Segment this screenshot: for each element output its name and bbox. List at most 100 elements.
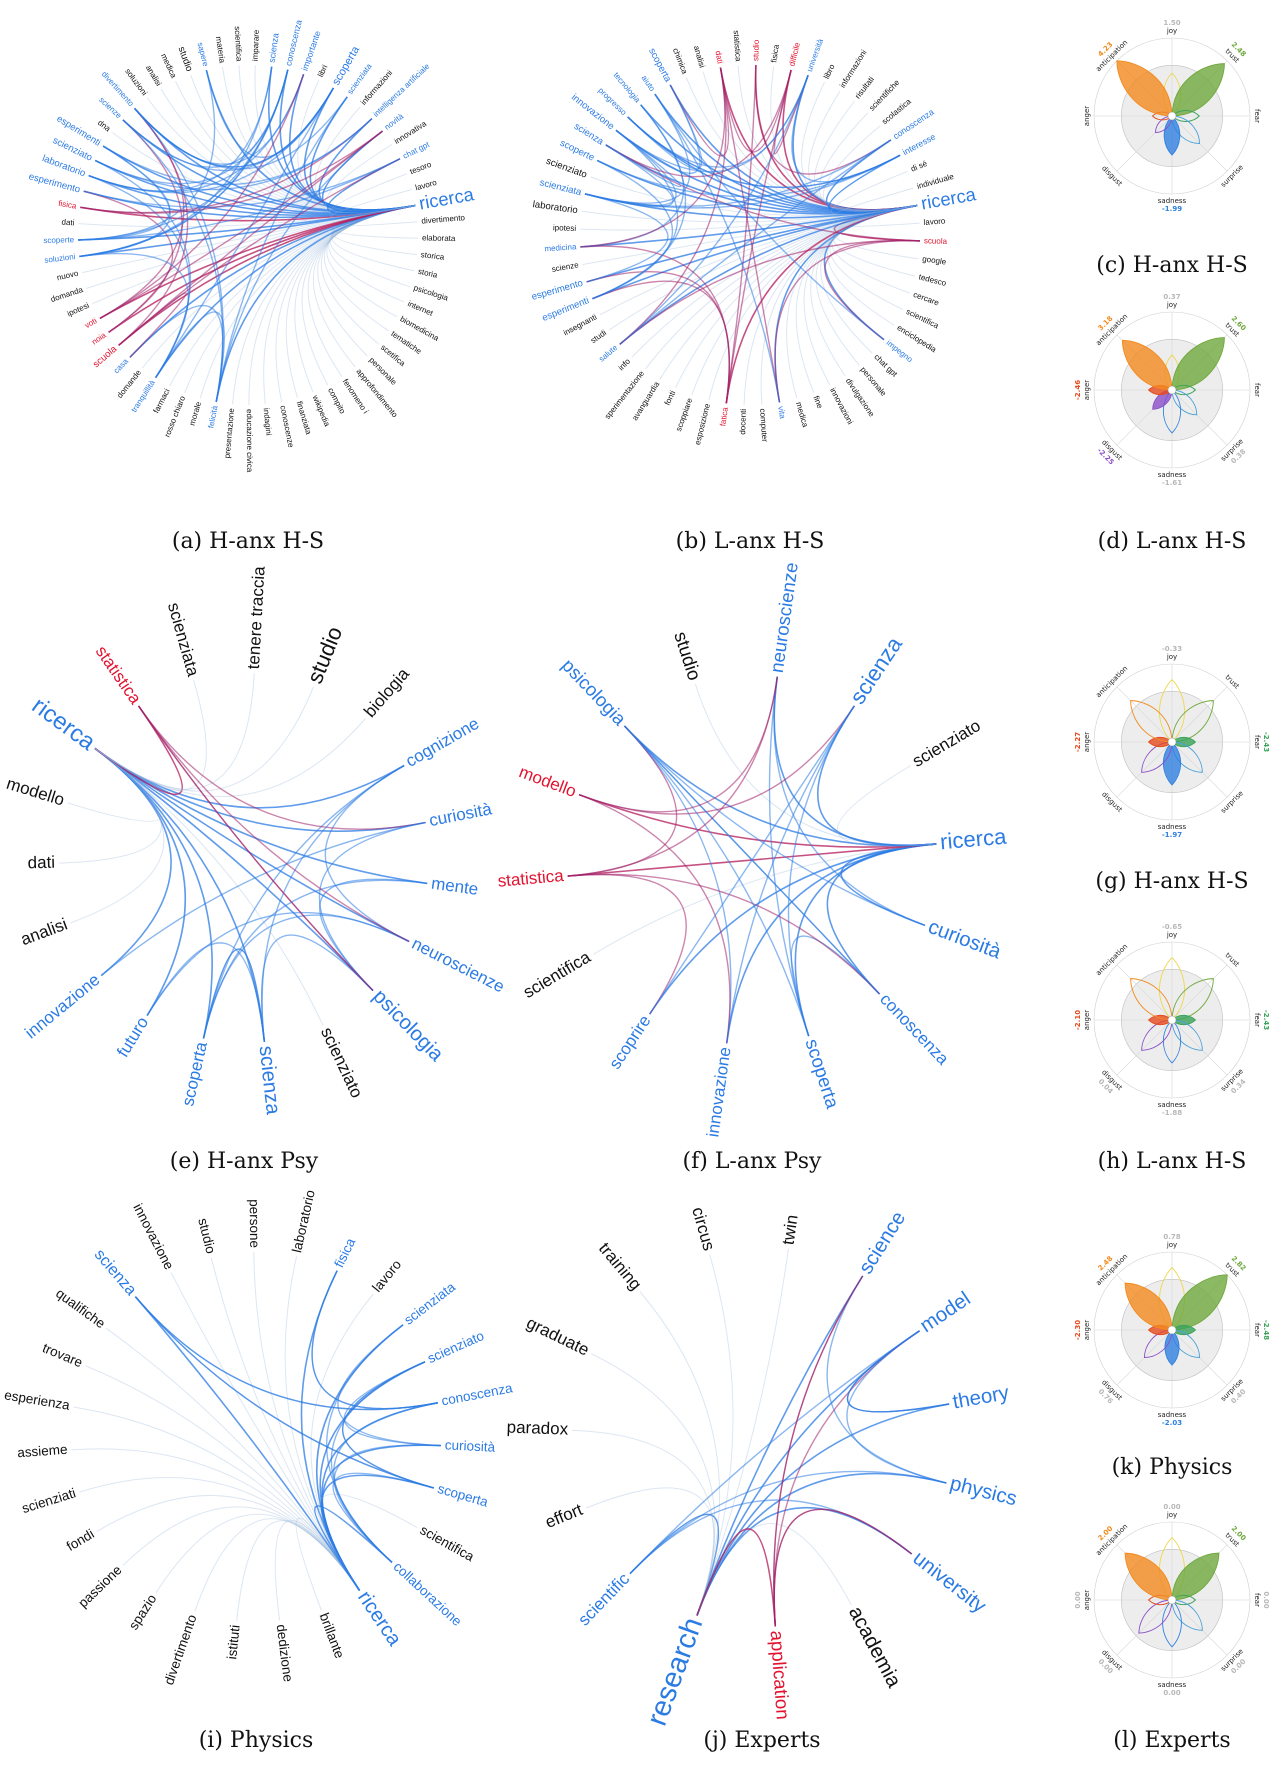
emotion-score-joy: -0.65 (1162, 923, 1182, 931)
flower-axis (1171, 686, 1228, 743)
emotion-score-sadness: 0.00 (1163, 1689, 1180, 1697)
edges (580, 65, 920, 405)
node-label: trovare (40, 1340, 85, 1370)
node-label: scoppiare (674, 396, 695, 432)
edge (619, 139, 892, 345)
node-label: libri (316, 63, 329, 78)
node-label: nuovo (56, 269, 80, 283)
node-label: fine (811, 394, 824, 410)
edge (791, 75, 901, 183)
petal-joy (1159, 678, 1185, 743)
edge (260, 934, 374, 1042)
edge (342, 1361, 434, 1489)
node-label: scoperta (436, 1481, 490, 1510)
petal-shape (1124, 1552, 1173, 1601)
petal-shape (1121, 339, 1173, 391)
emotion-label-anger: anger (1083, 1590, 1091, 1610)
edge (99, 107, 185, 320)
node-label: ipotesi (66, 301, 91, 319)
edge (330, 1361, 426, 1563)
edge (134, 96, 348, 170)
node-label: intelligenza artificiale (371, 61, 431, 118)
flower-axis (1116, 964, 1173, 1021)
node-label: lavoro (369, 1257, 404, 1295)
node-label: fisica (331, 1235, 358, 1270)
node-label: computer (758, 408, 769, 442)
edge (134, 1296, 438, 1411)
edge (83, 158, 401, 208)
edge (773, 1508, 913, 1627)
edge (619, 239, 920, 345)
edge (333, 1402, 438, 1563)
emotion-label-joy: joy (1166, 301, 1177, 309)
node-label: scienza (254, 1045, 284, 1117)
node-label: research (641, 1613, 710, 1730)
edge (134, 1296, 434, 1489)
node-label: soluzioni (44, 252, 76, 265)
node-label: ipotesi (553, 223, 577, 233)
edge (319, 878, 428, 992)
petal-anticipation (1116, 60, 1173, 117)
node-label: neuroscienze (766, 561, 802, 674)
emotion-score-joy: -0.33 (1162, 645, 1182, 653)
node-label: medica (159, 52, 178, 80)
edge (696, 1275, 864, 1616)
network-i: ricercabrillantededizioneistitutidiverti… (3, 1189, 514, 1687)
edge (134, 87, 335, 168)
edge (629, 1470, 947, 1575)
petal-trust (1171, 700, 1214, 743)
node-label: conoscenza (440, 1380, 514, 1408)
edge (85, 1365, 360, 1591)
node-label: training (595, 1239, 645, 1294)
emotion-score-anger: -2.30 (1074, 1320, 1082, 1340)
edge (79, 1477, 360, 1591)
petal-shape (1159, 678, 1185, 743)
node-label: psicologia (558, 655, 631, 730)
edge (96, 1494, 360, 1591)
emotion-flower-d: joy0.37trust2.60fearsurprise0.38sadness-… (1074, 293, 1261, 487)
node-label: dati (27, 853, 55, 873)
node-label: tesoro (409, 160, 433, 177)
petal-shape (1162, 1599, 1182, 1648)
edge (605, 129, 682, 188)
edge (94, 747, 172, 977)
node-label: risultati (853, 75, 876, 101)
petal-shape (1138, 1599, 1173, 1634)
node-label: mente (430, 874, 479, 899)
node-label: scientifica (905, 307, 941, 331)
network-b: ricercalavoroscuolagoogletedescocercares… (530, 30, 978, 446)
node-label: docenti (738, 409, 748, 435)
node-labels: cognizionecuriositàmenteneuroscienzepsic… (4, 565, 507, 1116)
node-label: statistica (732, 30, 743, 62)
edge (627, 84, 703, 170)
edge (325, 1324, 404, 1563)
node-label: morale (188, 400, 204, 427)
petal-shape (1171, 1019, 1203, 1051)
node-label: indagini (262, 408, 274, 437)
subfigure-caption: (g) H-anx H-S (1095, 869, 1248, 894)
flower-center (1167, 1595, 1177, 1605)
petal-shape (1159, 956, 1185, 1021)
node-label: dna (96, 118, 113, 134)
emotion-score-sadness: -1.88 (1162, 1109, 1182, 1117)
subfigure-caption: (f) L-anx Psy (683, 1149, 823, 1174)
edge (134, 87, 335, 168)
node-label: materia (214, 36, 227, 64)
subfigure-caption: (h) L-anx H-S (1098, 1149, 1247, 1174)
petal-trust (1171, 1274, 1228, 1331)
emotion-score-sadness: -1.61 (1162, 479, 1182, 487)
node-label: cognizione (402, 714, 482, 771)
edge (154, 204, 416, 379)
edge (134, 107, 224, 403)
node-label: divertimento (161, 1613, 199, 1687)
edge (106, 1327, 360, 1591)
node-label: innovazione (130, 1201, 176, 1272)
petal-disgust (1138, 1599, 1173, 1634)
petal-trust (1171, 978, 1214, 1021)
edge (691, 205, 918, 395)
edge (94, 747, 428, 885)
petal-disgust (1155, 115, 1173, 133)
node-label: scienziati (20, 1485, 77, 1516)
node-label: google (922, 254, 948, 266)
emotion-score-anger: -2.46 (1074, 380, 1082, 400)
